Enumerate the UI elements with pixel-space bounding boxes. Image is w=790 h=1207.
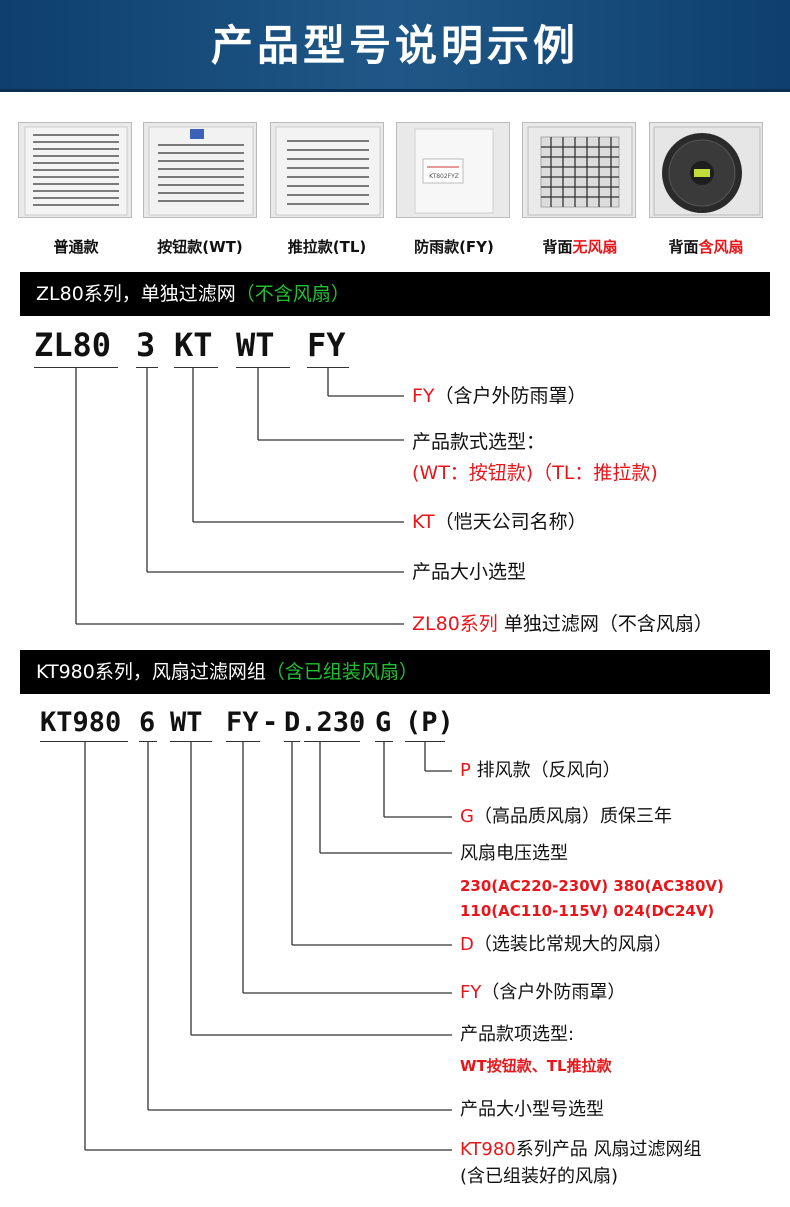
code2-d-underline: [284, 741, 300, 742]
s1-label-style-options: (WT：按钮款)（TL：推拉款): [412, 462, 658, 484]
code1-size-underline: [136, 367, 158, 368]
code2-quality-underline: [375, 741, 393, 742]
code2-voltage: D.230: [284, 707, 366, 738]
s2-label-p: P 排风款（反风向）: [460, 760, 621, 781]
s1-label-kt: KT（恺天公司名称）: [412, 511, 587, 533]
s1-label-fy: FY（含户外防雨罩）: [412, 385, 587, 407]
rainproof-label-text: KT802FYZ: [429, 173, 459, 180]
s2-label-voltage-title: 风扇电压选型: [460, 843, 568, 864]
caption-back-with-fan: 背面含风扇: [668, 238, 744, 256]
product-photo-back-with-fan: [649, 122, 763, 218]
code1-rainproof-underline: [307, 367, 349, 368]
caption-pull: 推拉款(TL): [287, 238, 367, 256]
caption-rainproof: 防雨款(FY): [414, 238, 494, 256]
page-title: 产品型号说明示例: [210, 21, 579, 70]
code2-series: KT980: [40, 707, 122, 738]
code1-series-underline: [34, 367, 118, 368]
s2-label-g: G（高品质风扇）质保三年: [460, 806, 672, 827]
section1-title-note: （不含风扇）: [235, 283, 350, 305]
s2-label-fy: FY（含户外防雨罩）: [460, 982, 626, 1003]
caption-plain: 普通款: [53, 238, 99, 256]
code2-dash: -: [262, 707, 279, 738]
code2-exhaust: (P): [405, 707, 454, 738]
s2-label-size: 产品大小型号选型: [460, 1099, 604, 1120]
section2-title-note: （含已组装风扇）: [265, 661, 418, 683]
code2-quality: G: [375, 707, 392, 738]
code2-exhaust-underline: [405, 741, 445, 742]
code2-size-underline: [139, 741, 157, 742]
s2-label-voltage-line1: 230(AC220-230V) 380(AC380V): [460, 877, 724, 895]
s2-label-voltage-line2: 110(AC110-115V) 024(DC24V): [460, 902, 715, 920]
code1-style: WT: [236, 326, 275, 364]
product-photo-plain: [18, 122, 132, 218]
s2-label-series: KT980系列产品 风扇过滤网组: [460, 1139, 702, 1160]
caption-back-no-fan: 背面无风扇: [542, 238, 618, 256]
code1-company: KT: [174, 326, 213, 364]
product-photo-back-no-fan: [522, 122, 636, 218]
section2-title: KT980系列，风扇过滤网组: [36, 661, 266, 683]
s2-label-d: D（选装比常规大的风扇）: [460, 934, 672, 955]
code2-rainproof-underline: [226, 741, 260, 742]
code2-size: 6: [139, 707, 156, 738]
section1-band: ZL80系列，单独过滤网（不含风扇）: [20, 272, 770, 316]
code1-style-underline: [236, 367, 290, 368]
header-banner: [0, 0, 790, 92]
code1-size: 3: [136, 326, 156, 364]
s1-label-series: ZL80系列 单独过滤网（不含风扇）: [412, 613, 713, 635]
code1-company-underline: [174, 367, 218, 368]
section2-band: KT980系列，风扇过滤网组（含已组装风扇）: [20, 650, 770, 694]
code2-style-underline: [170, 741, 212, 742]
s2-label-series-note: (含已组装好的风扇): [460, 1166, 619, 1187]
code1-rainproof: FY: [307, 326, 346, 364]
code1-series: ZL80: [34, 326, 112, 364]
product-photo-pull: [270, 122, 384, 218]
s1-label-style-title: 产品款式选型：: [412, 431, 546, 453]
caption-button: 按钮款(WT): [157, 238, 243, 256]
product-photo-button: [143, 122, 257, 218]
s2-label-style-title: 产品款项选型:: [460, 1024, 575, 1045]
code2-rainproof: FY: [226, 707, 259, 738]
code2-series-underline: [40, 741, 128, 742]
code2-voltage-underline: [304, 741, 360, 742]
s2-label-style-options: WT按钮款、TL推拉款: [460, 1057, 612, 1075]
code2-style: WT: [170, 707, 203, 738]
section1-title: ZL80系列，单独过滤网: [36, 283, 236, 305]
s1-label-size: 产品大小选型: [412, 561, 527, 583]
product-photo-rainproof: KT802FYZ: [396, 122, 510, 218]
